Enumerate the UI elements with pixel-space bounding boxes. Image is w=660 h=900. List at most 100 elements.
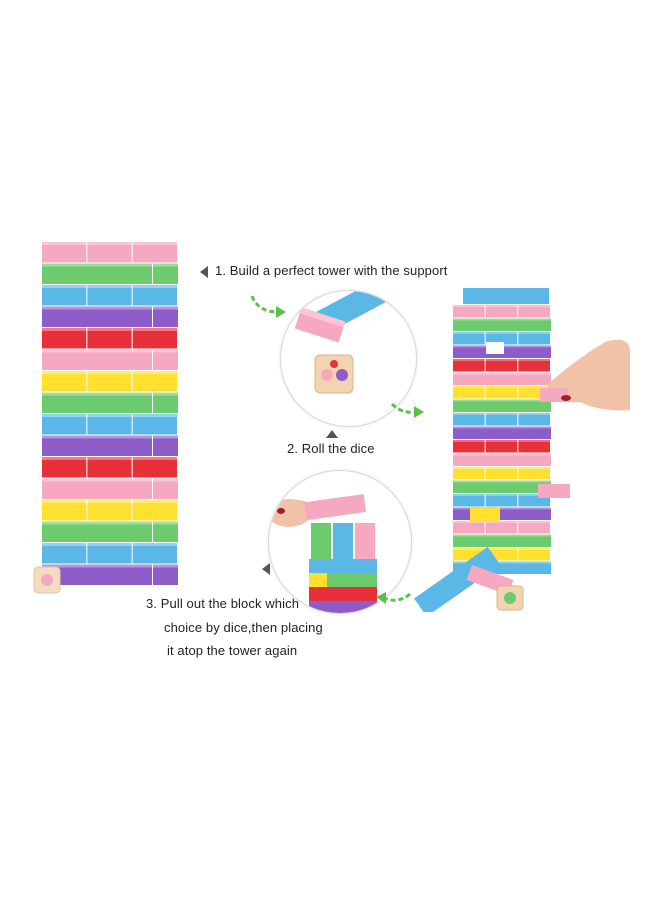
right-tower-block	[453, 480, 551, 493]
step-1-caption: 1. Build a perfect tower with the suppor…	[215, 263, 447, 278]
step-3-text-line-3: it atop the tower again	[167, 643, 298, 658]
left-tower-highlight	[42, 457, 178, 460]
left-tower-block	[153, 349, 178, 370]
right-tower-top-block	[463, 288, 549, 304]
left-tower-block	[153, 306, 178, 327]
right-tower-block	[485, 467, 518, 480]
left-tower-highlight	[42, 500, 178, 503]
right-tower-highlight	[453, 534, 551, 537]
right-tower-highlight	[453, 494, 551, 496]
left-tower-block	[87, 328, 132, 349]
right-tower-highlight	[453, 399, 551, 402]
right-tower-block	[518, 521, 550, 534]
left-tower-block	[132, 285, 177, 306]
right-tower-highlight	[453, 561, 551, 564]
right-tower-highlight	[453, 305, 551, 307]
right-tower-block	[453, 453, 551, 466]
step-1-number: 1.	[215, 263, 227, 278]
protruding-block	[538, 484, 570, 498]
left-tower-block	[153, 263, 178, 284]
left-tower-block	[42, 371, 87, 392]
left-tower-block	[42, 349, 152, 370]
left-tower-block	[153, 521, 178, 542]
left-tower-block	[87, 242, 132, 263]
dice-right	[496, 585, 524, 611]
left-tower-block	[42, 306, 152, 327]
left-tower-block	[42, 478, 152, 499]
right-tower-block	[453, 467, 485, 480]
green-curved-arrow-icon	[390, 402, 424, 418]
left-tower-block	[87, 285, 132, 306]
step-2-number: 2.	[287, 441, 299, 456]
right-tower-highlight	[453, 467, 551, 469]
right-tower-block	[485, 413, 518, 426]
right-tower-highlight	[453, 359, 551, 361]
fallen-block-blue	[414, 546, 501, 612]
left-tower-highlight	[42, 392, 178, 396]
left-tower-block	[132, 328, 177, 349]
left-tower-block	[132, 500, 177, 521]
step-3-text-line-1: Pull out the block which	[160, 596, 300, 611]
right-tower-block	[453, 386, 485, 399]
right-tower-block	[453, 399, 551, 412]
left-tower-highlight	[42, 521, 178, 525]
left-tower-block	[132, 242, 177, 263]
left-tower	[33, 242, 178, 594]
left-tower-block	[42, 521, 152, 542]
dice-in-circle	[314, 354, 354, 394]
left-tower-highlight	[42, 349, 178, 353]
left-tower-block	[42, 457, 87, 478]
left-tower-highlight	[42, 414, 178, 417]
right-tower-block	[485, 521, 518, 534]
right-tower-block	[485, 359, 518, 372]
right-tower-block	[453, 534, 551, 547]
left-tower-block	[87, 371, 132, 392]
up-triangle-icon	[326, 430, 338, 438]
left-tower-block	[42, 414, 87, 435]
left-tower-block	[153, 435, 178, 456]
right-tower-highlight	[453, 426, 551, 429]
right-tower-block	[518, 467, 550, 480]
right-tower-block	[453, 426, 551, 439]
left-tower-block	[132, 543, 177, 564]
left-tower-highlight	[42, 564, 178, 568]
left-tower-highlight	[42, 285, 178, 288]
left-tower-block	[153, 564, 178, 585]
left-tower-highlight	[42, 371, 178, 374]
right-tower-block	[453, 372, 551, 385]
right-tower-block	[453, 305, 485, 318]
right-tower	[414, 288, 630, 612]
right-tower-block	[485, 305, 518, 318]
right-tower-highlight	[453, 372, 551, 375]
right-tower-block	[453, 332, 485, 345]
step-2-caption: 2. Roll the dice	[287, 441, 375, 456]
right-tower-highlight	[453, 507, 551, 510]
left-triangle-icon	[262, 563, 270, 575]
right-tower-block	[518, 440, 550, 453]
right-tower-block	[485, 440, 518, 453]
left-tower-highlight	[42, 263, 178, 267]
left-tower-block	[132, 414, 177, 435]
right-tower-highlight	[453, 318, 551, 321]
left-tower-highlight	[42, 328, 178, 331]
left-tower-block	[87, 414, 132, 435]
right-tower-block	[518, 332, 550, 345]
left-tower-block	[153, 478, 178, 499]
circle-pull-block	[268, 470, 412, 614]
left-tower-block	[87, 457, 132, 478]
right-tower-block	[518, 548, 550, 561]
right-tower-highlight	[453, 332, 551, 334]
right-tower-highlight	[453, 480, 551, 483]
left-tower-block	[42, 435, 152, 456]
right-tower-highlight	[453, 386, 551, 388]
left-tower-block	[153, 392, 178, 413]
hand	[540, 339, 630, 411]
left-tower-block	[87, 500, 132, 521]
left-tower-block	[42, 263, 152, 284]
left-tower-block	[132, 457, 177, 478]
left-tower-highlight	[42, 242, 178, 245]
left-triangle-icon	[200, 266, 208, 278]
left-tower-block	[132, 371, 177, 392]
right-tower-block	[453, 440, 485, 453]
